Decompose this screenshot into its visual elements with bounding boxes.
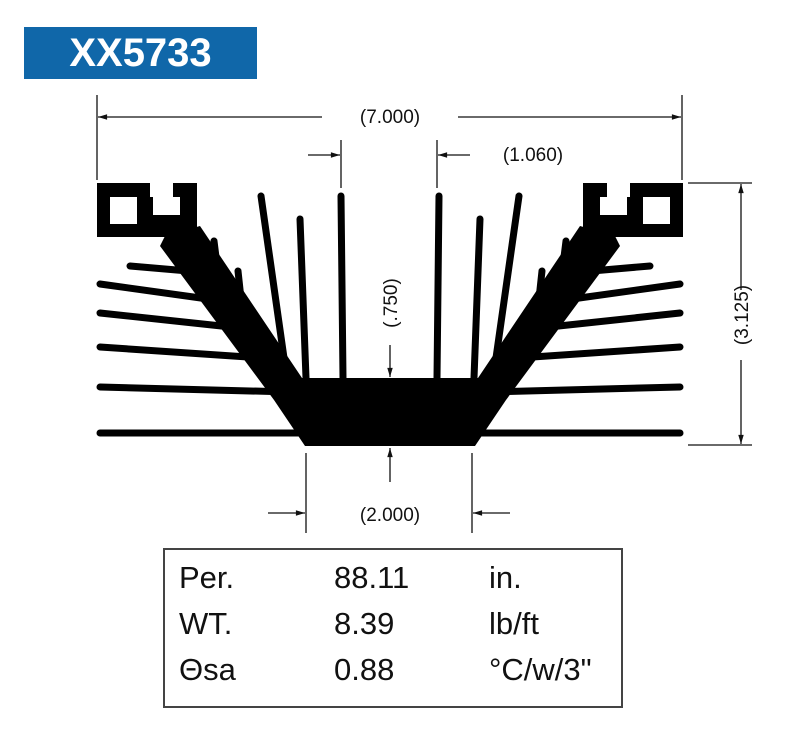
fin-spacing-label: (1.060) [503,145,563,166]
base-width-label: (2.000) [360,505,420,526]
spec-value: 88.11 [334,560,410,595]
part-number-title: XX5733 [24,27,257,79]
overall-height-label: (3.125) [732,285,753,345]
spec-label: Θsa [179,652,236,687]
heatsink-profile-right [389,182,683,446]
spec-value: 0.88 [334,652,395,687]
spec-unit: °C/w/3" [489,652,592,687]
dimension-lines [96,95,752,533]
spec-label: WT. [179,606,233,641]
heatsink-profile-left [97,182,391,446]
spec-unit: lb/ft [489,606,539,641]
spec-value: 8.39 [334,606,395,641]
spec-table: Per. 88.11 in. WT. 8.39 lb/ft Θsa 0.88 °… [163,548,623,708]
overall-width-label: (7.000) [360,107,420,128]
spec-unit: in. [489,560,522,595]
spec-label: Per. [179,560,235,595]
base-thickness-label: (.750) [381,278,402,328]
